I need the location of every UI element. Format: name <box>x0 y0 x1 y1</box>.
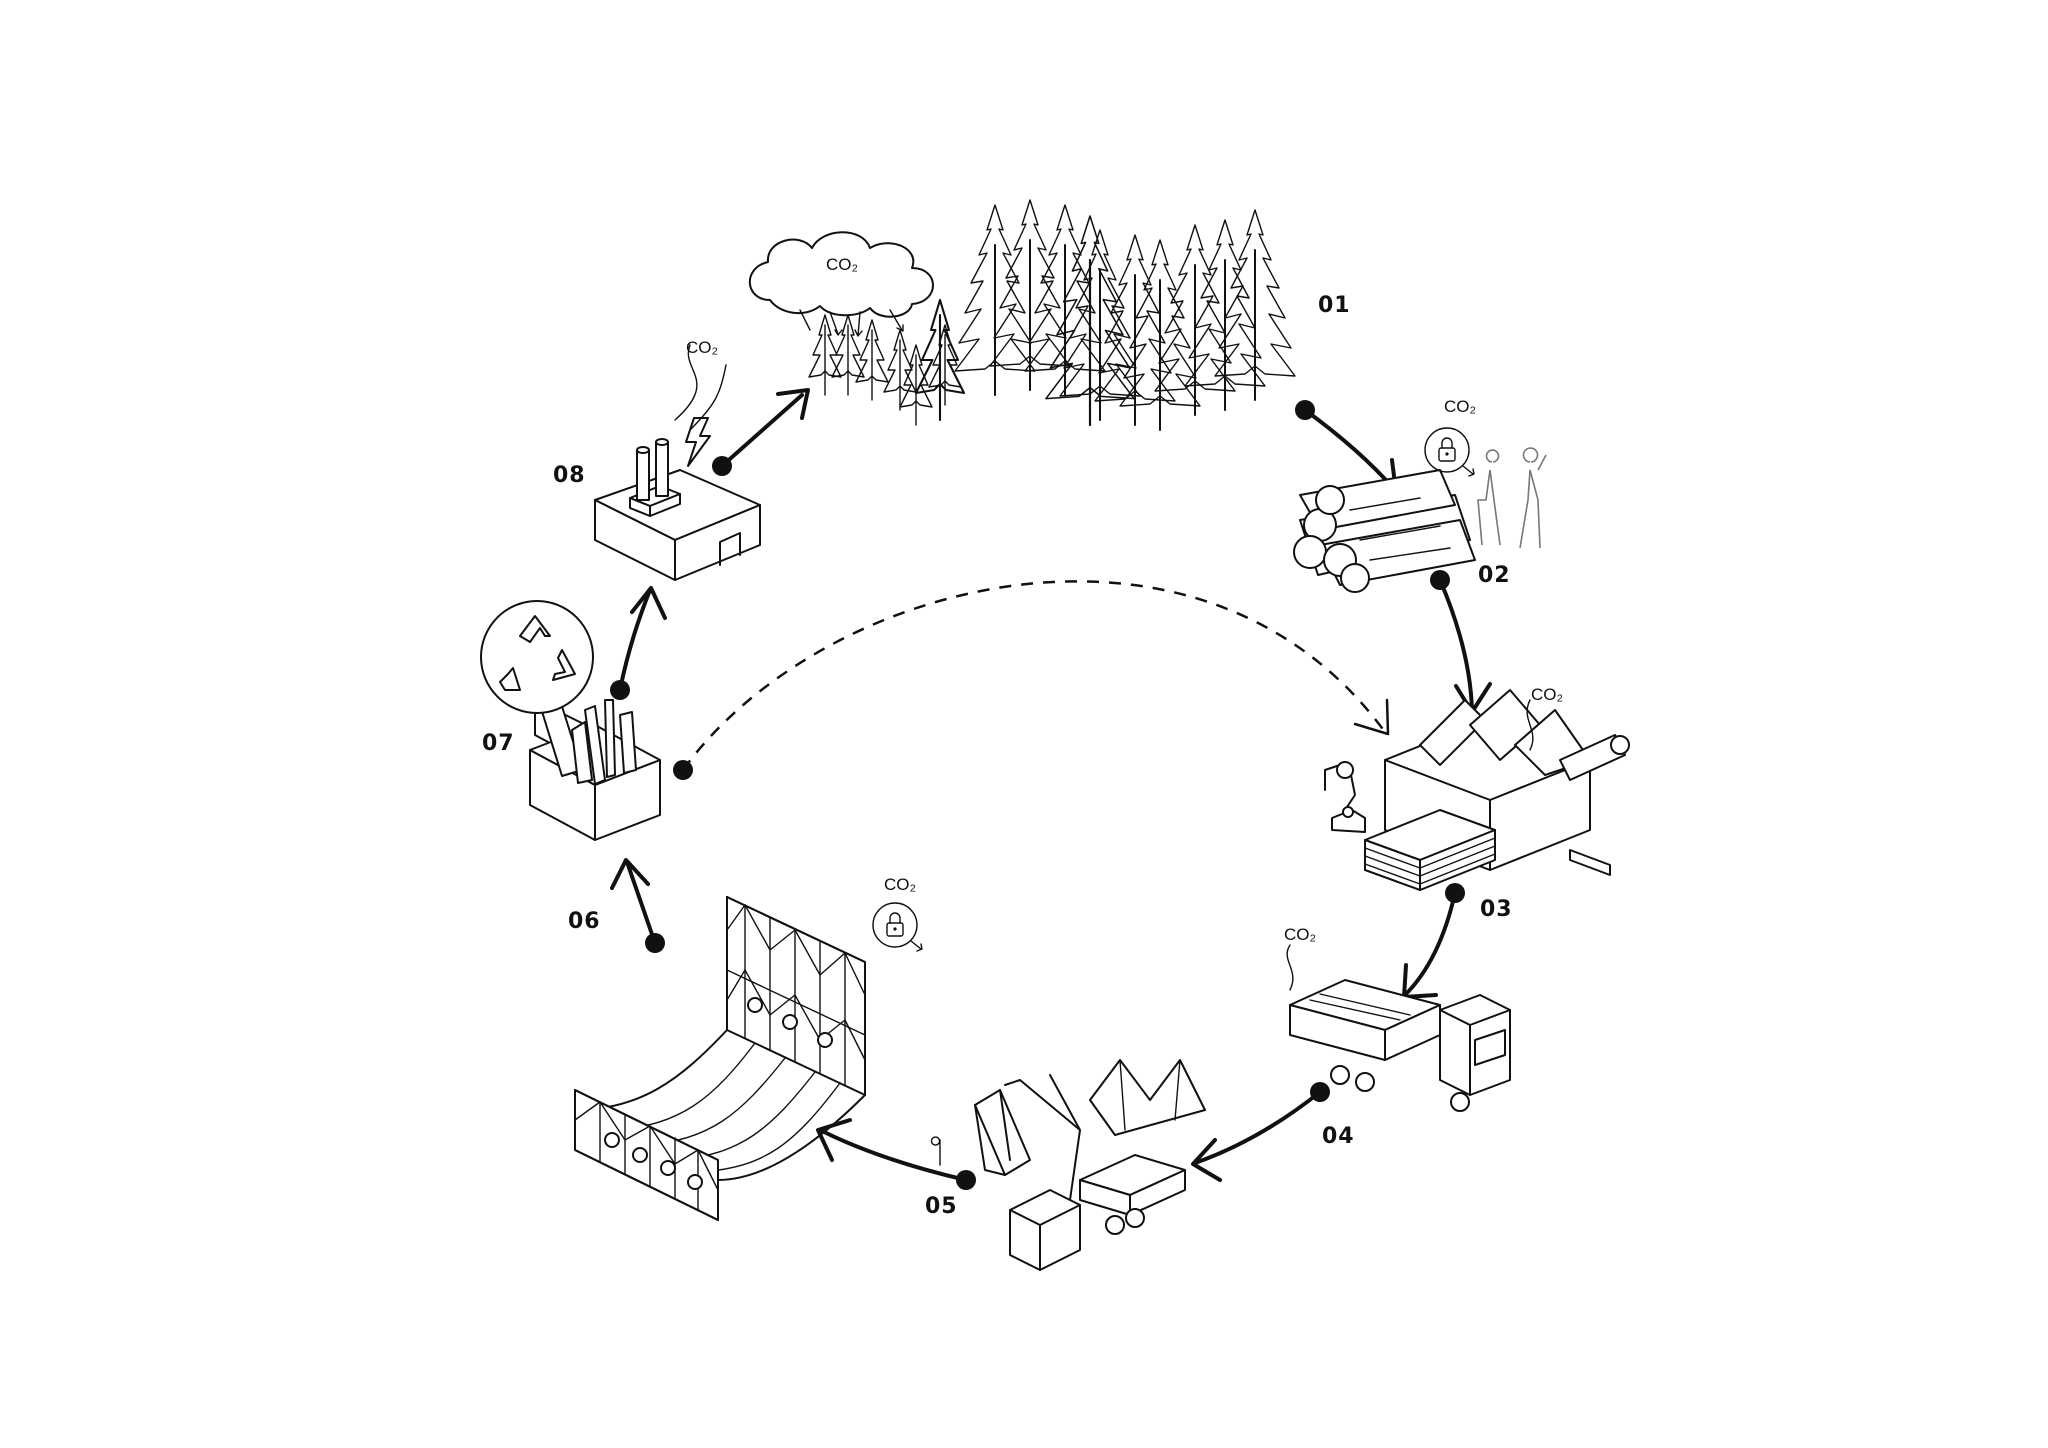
sawmill-factory-icon: CO₂ <box>1324 685 1630 891</box>
timber-logs-icon: CO₂ <box>1293 397 1547 593</box>
step-label-05: 05 <box>925 1194 958 1219</box>
co2-lock-icon <box>872 902 923 952</box>
step-label-01: 01 <box>1318 293 1351 318</box>
timber-structure-icon: CO₂ <box>574 875 923 1221</box>
cloud-icon: CO₂ <box>748 231 934 337</box>
co2-label: CO₂ <box>1284 925 1316 944</box>
waste-bin-icon <box>480 600 661 841</box>
step-label-02: 02 <box>1478 563 1511 588</box>
recycle-icon <box>480 600 594 714</box>
step-label-07: 07 <box>482 731 515 756</box>
step-label-08: 08 <box>553 463 586 488</box>
forest-icon: CO₂ <box>748 199 1296 431</box>
co2-label: CO₂ <box>884 875 916 894</box>
co2-lock-icon <box>1424 427 1475 477</box>
cycle-arrows <box>610 388 1492 1190</box>
step-label-03: 03 <box>1480 897 1513 922</box>
co2-label: CO₂ <box>1444 397 1476 416</box>
lightning-bolt-icon <box>685 417 711 467</box>
step-label-06: 06 <box>568 909 601 934</box>
co2-label: CO₂ <box>1531 685 1563 704</box>
co2-label: CO₂ <box>826 255 858 274</box>
step-label-04: 04 <box>1322 1124 1355 1149</box>
transport-truck-icon: CO₂ <box>1284 925 1511 1112</box>
power-plant-icon: CO₂ <box>594 338 761 581</box>
co2-label: CO₂ <box>686 338 718 357</box>
crane-truck-icon <box>930 1059 1206 1271</box>
